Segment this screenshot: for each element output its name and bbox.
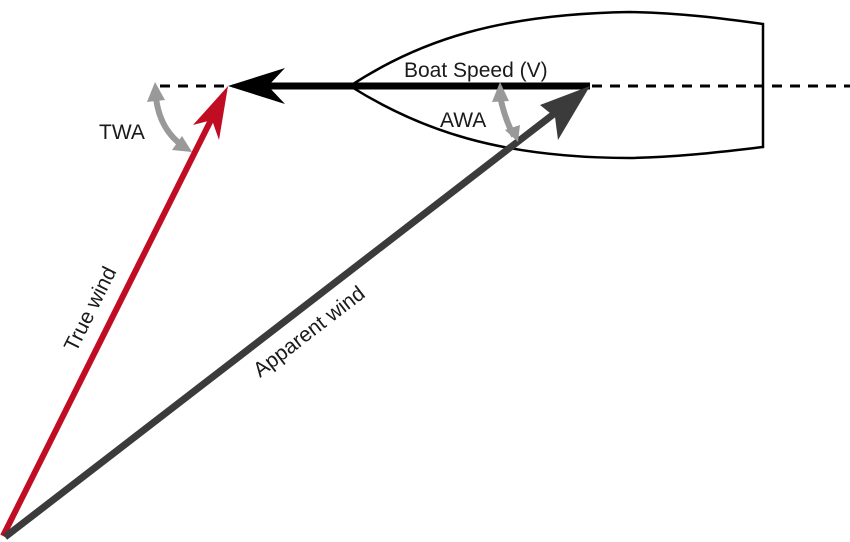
boat-speed-label: Boat Speed (V) (404, 59, 548, 82)
twa-angle-arc (147, 82, 192, 152)
twa-label: TWA (99, 121, 145, 144)
awa-angle-arc (492, 82, 520, 142)
true-wind-arrow (0, 86, 228, 538)
boat-speed-arrow (228, 68, 590, 104)
true-wind-label: True wind (60, 263, 121, 355)
apparent-wind-arrow (2, 86, 590, 540)
awa-label: AWA (440, 109, 486, 132)
